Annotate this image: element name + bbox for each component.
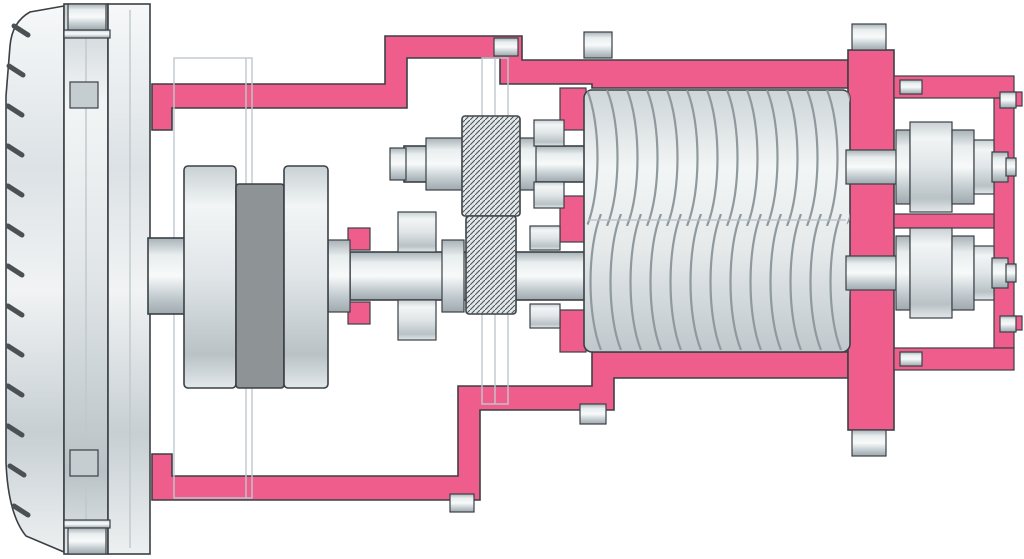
flange-bolt-top: [67, 3, 107, 31]
bearing-frame-right: [993, 97, 1015, 349]
timing-gear-lower-hatch: [466, 216, 516, 314]
flange-bolt-bottom: [67, 527, 107, 555]
cartridge-cap: [973, 245, 995, 301]
shaft-seal-lower: [347, 301, 371, 325]
flange-drum: [5, 5, 65, 554]
timing-gear-upper-hatch: [462, 116, 520, 216]
cartridge-cap: [973, 139, 995, 195]
bearing-cartridge-lower: [895, 227, 1017, 319]
coupling-elastomer: [235, 183, 285, 389]
pinion-bearing-lower: [533, 181, 565, 209]
bearing-block-lower-left: [397, 299, 437, 341]
cartridge-bolt-tip: [1005, 157, 1017, 177]
bearing-frame-bottom: [893, 347, 1015, 371]
frame-plug-top: [899, 79, 923, 95]
spline-tooth: [5, 103, 25, 118]
coupling-spacer: [327, 239, 351, 313]
drive-flange-group: [5, 3, 151, 555]
bearing-cartridge-upper: [895, 121, 1017, 213]
cartridge-bolt-tip: [1005, 263, 1017, 283]
housing-group: [151, 35, 1023, 501]
spline-tooth: [5, 303, 25, 318]
screw-rotor-upper-flutes: [584, 90, 850, 226]
spline-tooth: [6, 63, 26, 78]
flange-bolt-top-washer: [63, 29, 111, 39]
side-plug-upper: [999, 91, 1017, 109]
casing-bolts-group: [449, 23, 1017, 513]
end-plate-bolt-top: [851, 23, 887, 51]
cartridge-race: [951, 235, 975, 311]
pinion-nut: [389, 147, 407, 181]
flange-bolt-bottom-washer: [63, 519, 111, 529]
bearing-frame-top: [893, 75, 1015, 99]
timing-gears-group: [461, 115, 521, 315]
housing-top-wall: [151, 35, 849, 131]
flange-plate-outer: [107, 3, 151, 555]
spline-tooth: [5, 343, 25, 358]
pinion-bearing-upper: [533, 119, 565, 147]
cartridge-race: [951, 129, 975, 205]
gear-chamber-wall-lower: [559, 309, 587, 353]
casing-bolt-bottom-2: [579, 403, 607, 425]
spline-tooth: [5, 263, 25, 278]
discharge-end-plate: [847, 49, 895, 431]
shaft-collar: [441, 239, 465, 313]
lower-shaft-bearing-lower: [529, 303, 561, 329]
bearing-block-upper-left: [397, 211, 437, 253]
coupling-hub-right: [283, 165, 329, 389]
cartridge-spacer: [895, 129, 911, 205]
frame-plug-bottom: [899, 351, 923, 367]
casing-bolt-bottom-1: [449, 493, 475, 513]
spline-teeth: [5, 23, 31, 518]
coupling-input-stub: [147, 237, 187, 315]
end-plate-bolt-bottom: [851, 429, 887, 457]
casing-bolt-top-1: [493, 37, 519, 57]
screw-rotor-lower-flutes: [584, 214, 850, 350]
spline-tooth: [7, 463, 27, 478]
flange-nut-upper: [69, 81, 99, 109]
coupling-hub-left: [183, 165, 237, 389]
casing-bolt-top-2: [583, 31, 613, 59]
side-plug-lower: [999, 315, 1017, 333]
shaft-seal-upper: [347, 227, 371, 251]
spline-tooth: [5, 183, 25, 198]
flange-nut-lower: [69, 449, 99, 477]
spline-tooth: [5, 383, 25, 398]
cartridge-outer-race: [909, 121, 953, 213]
spline-tooth: [5, 423, 25, 438]
lower-shaft-bearing-upper: [529, 225, 561, 251]
spline-tooth: [5, 143, 25, 158]
bearing-frame-mid: [893, 213, 995, 229]
spline-tooth: [5, 223, 25, 238]
cartridge-outer-race: [909, 227, 953, 319]
cartridge-spacer: [895, 235, 911, 311]
spline-tooth: [11, 23, 31, 38]
spline-tooth: [11, 503, 31, 518]
coupling-group: [147, 165, 593, 389]
